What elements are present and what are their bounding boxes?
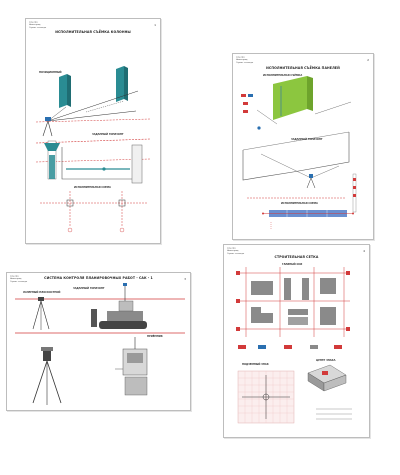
grading-control-illustration <box>15 283 185 405</box>
panel-survey-illustration <box>241 76 357 230</box>
sheet-title: ИСПОЛНИТЕЛЬНАЯ СЪЁМКА ПАНЕЛЕЙ <box>266 66 340 70</box>
label-laser: ЛАЗЕРНЫЙ ПЛОСКОСТНОЙ <box>23 291 61 294</box>
construction-grid-illustration <box>236 267 352 424</box>
page-number: 4 <box>363 249 365 253</box>
label-schema: ИСПОЛНИТЕЛЬНАЯ СХЕМА <box>281 202 318 205</box>
label-horizon: ЗАДАННЫЙ ГОРИЗОНТ <box>92 133 124 136</box>
label-schema: ИСПОЛНИТЕЛЬНАЯ СХЕМА <box>74 186 111 189</box>
sheet-title: СИСТЕМА КОНТРОЛЯ ПЛАНИРОВОЧНЫХ РАБОТ - С… <box>44 276 153 280</box>
label-main-axes: ГЛАВНЫЙ ОСИ <box>282 263 303 266</box>
sheet-title: СТРОИТЕЛЬНАЯ СЕТКА <box>274 255 319 259</box>
label-mark-center: ЦЕНТР ЗНАКА <box>316 359 336 362</box>
sheet-title: ИСПОЛНИТЕЛЬНАЯ СЪЁМКА КОЛОННЫ <box>55 30 131 34</box>
label-receiver: ПРИЁМНИК <box>147 335 163 338</box>
label-survey: ИСПОЛНИТЕЛЬНАЯ СЪЁМКА <box>263 74 303 77</box>
page-number: 3 <box>184 277 186 281</box>
label-horizon: ЗАДАННЫЙ ГОРИЗОНТ <box>73 287 105 290</box>
label-underground-mark: ПОДЗЕМНЫЙ ЗНАК <box>242 363 269 366</box>
page-number: 1 <box>154 23 156 27</box>
page-number: 2 <box>367 58 369 62</box>
label-positional: ПОЗИЦИОННЫЙ <box>39 71 62 74</box>
column-survey-illustration <box>35 66 151 233</box>
label-horizon: ЗАДАННЫЙ ГОРИЗОНТ <box>291 138 323 141</box>
